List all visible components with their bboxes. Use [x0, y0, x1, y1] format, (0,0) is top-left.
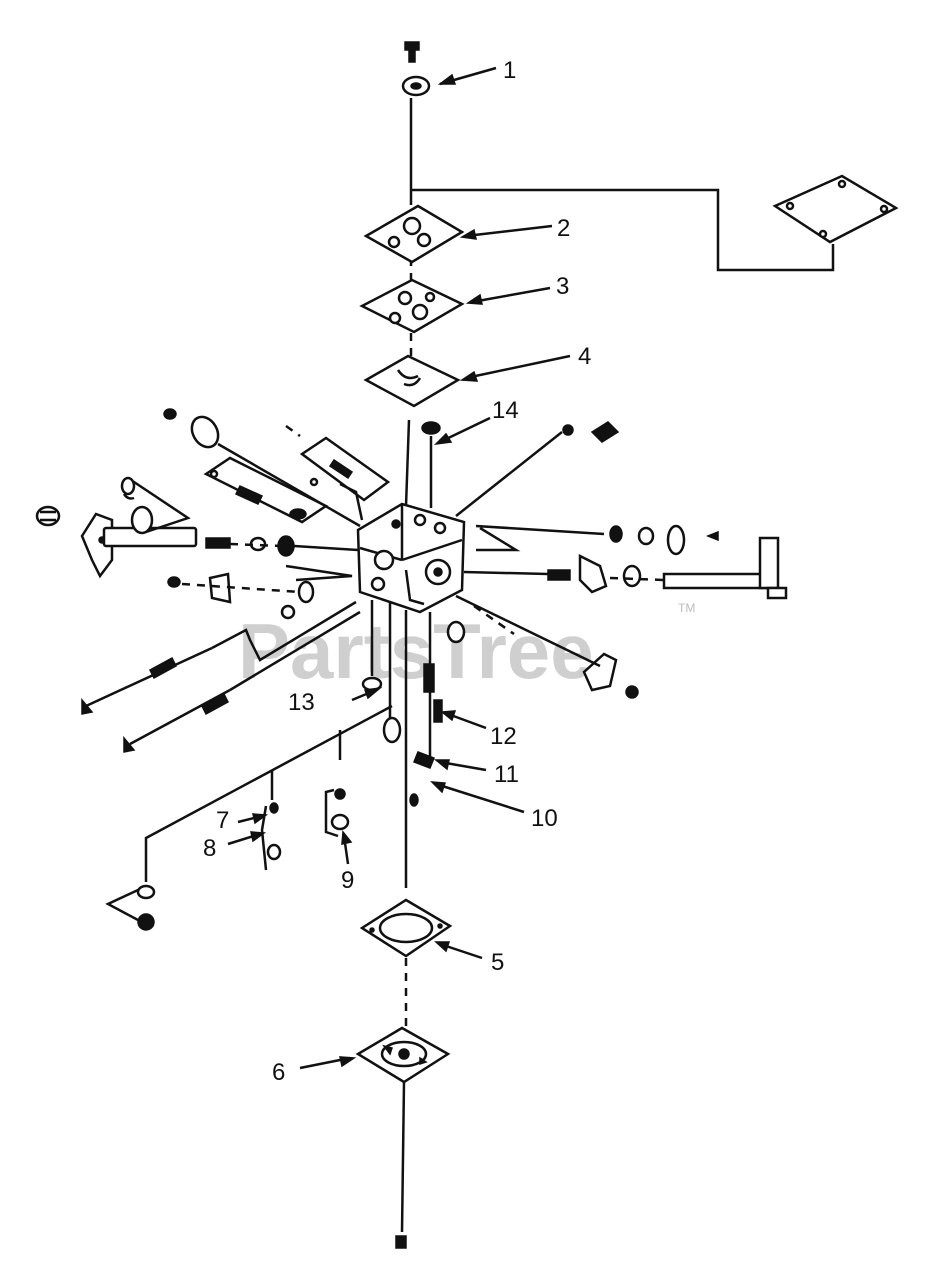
alternate-cover-plate — [772, 174, 899, 244]
callout-14: 14 — [492, 397, 519, 424]
callout-9: 9 — [341, 867, 354, 894]
callout-8: 8 — [203, 835, 216, 862]
choke-lever-assembly — [35, 476, 359, 579]
right-lever-assembly — [463, 524, 788, 600]
part-4-gasket — [363, 354, 461, 408]
fuel-inlet-screen — [446, 620, 466, 644]
callout-3: 3 — [556, 273, 569, 300]
idle-lever-assembly — [167, 564, 353, 620]
watermark-brand: PartsTree — [238, 607, 594, 695]
right-inlet-fitting — [455, 421, 620, 517]
part-12-pin — [433, 699, 443, 723]
top-left-screw-disc — [163, 408, 361, 528]
part-5-metering-gasket — [359, 898, 453, 958]
part-2-pump-cover — [363, 204, 465, 264]
callout-5: 5 — [491, 949, 504, 976]
right-lower-plate — [455, 594, 639, 699]
axis-line-mid — [404, 419, 411, 507]
callout-12: 12 — [490, 723, 517, 750]
part-11-lever — [413, 751, 435, 769]
part-7-8-assembly — [260, 802, 282, 871]
needle-leader-b — [229, 610, 361, 692]
inlet-valve-seat — [382, 716, 402, 744]
throttle-plate-gasket — [299, 436, 391, 502]
carburetor-body — [356, 502, 466, 614]
part-1-screw-washer — [401, 41, 431, 97]
part-3-pump-diaphragm — [359, 278, 465, 334]
watermark-tm: TM — [678, 601, 695, 615]
part-12-spring — [423, 663, 435, 693]
air-shutter-plate — [203, 456, 329, 524]
high-speed-needle — [123, 688, 231, 753]
branch-left — [144, 704, 393, 882]
plate-leader — [339, 482, 364, 521]
dash-plate — [285, 424, 301, 438]
part-9-assembly — [324, 788, 350, 838]
axis-line-bottom — [400, 1081, 406, 1233]
callout-7: 7 — [216, 807, 229, 834]
callout-13: 13 — [288, 689, 315, 716]
part-10-needle — [409, 793, 419, 807]
callout-arrows — [227, 66, 571, 1070]
part-6-metering-cover — [355, 1026, 451, 1084]
low-speed-needle — [81, 646, 213, 715]
callout-11: 11 — [494, 761, 519, 788]
bottom-screw — [395, 1235, 407, 1249]
callout-10: 10 — [531, 805, 558, 832]
callout-1: 1 — [503, 57, 516, 84]
alt-cover-leader — [411, 188, 835, 272]
callout-4: 4 — [578, 343, 591, 370]
needle-leader-a — [211, 600, 357, 662]
part-14-plug — [421, 421, 441, 435]
callout-6: 6 — [272, 1059, 285, 1086]
bottom-left-plugs — [105, 884, 156, 931]
callout-2: 2 — [557, 215, 570, 242]
